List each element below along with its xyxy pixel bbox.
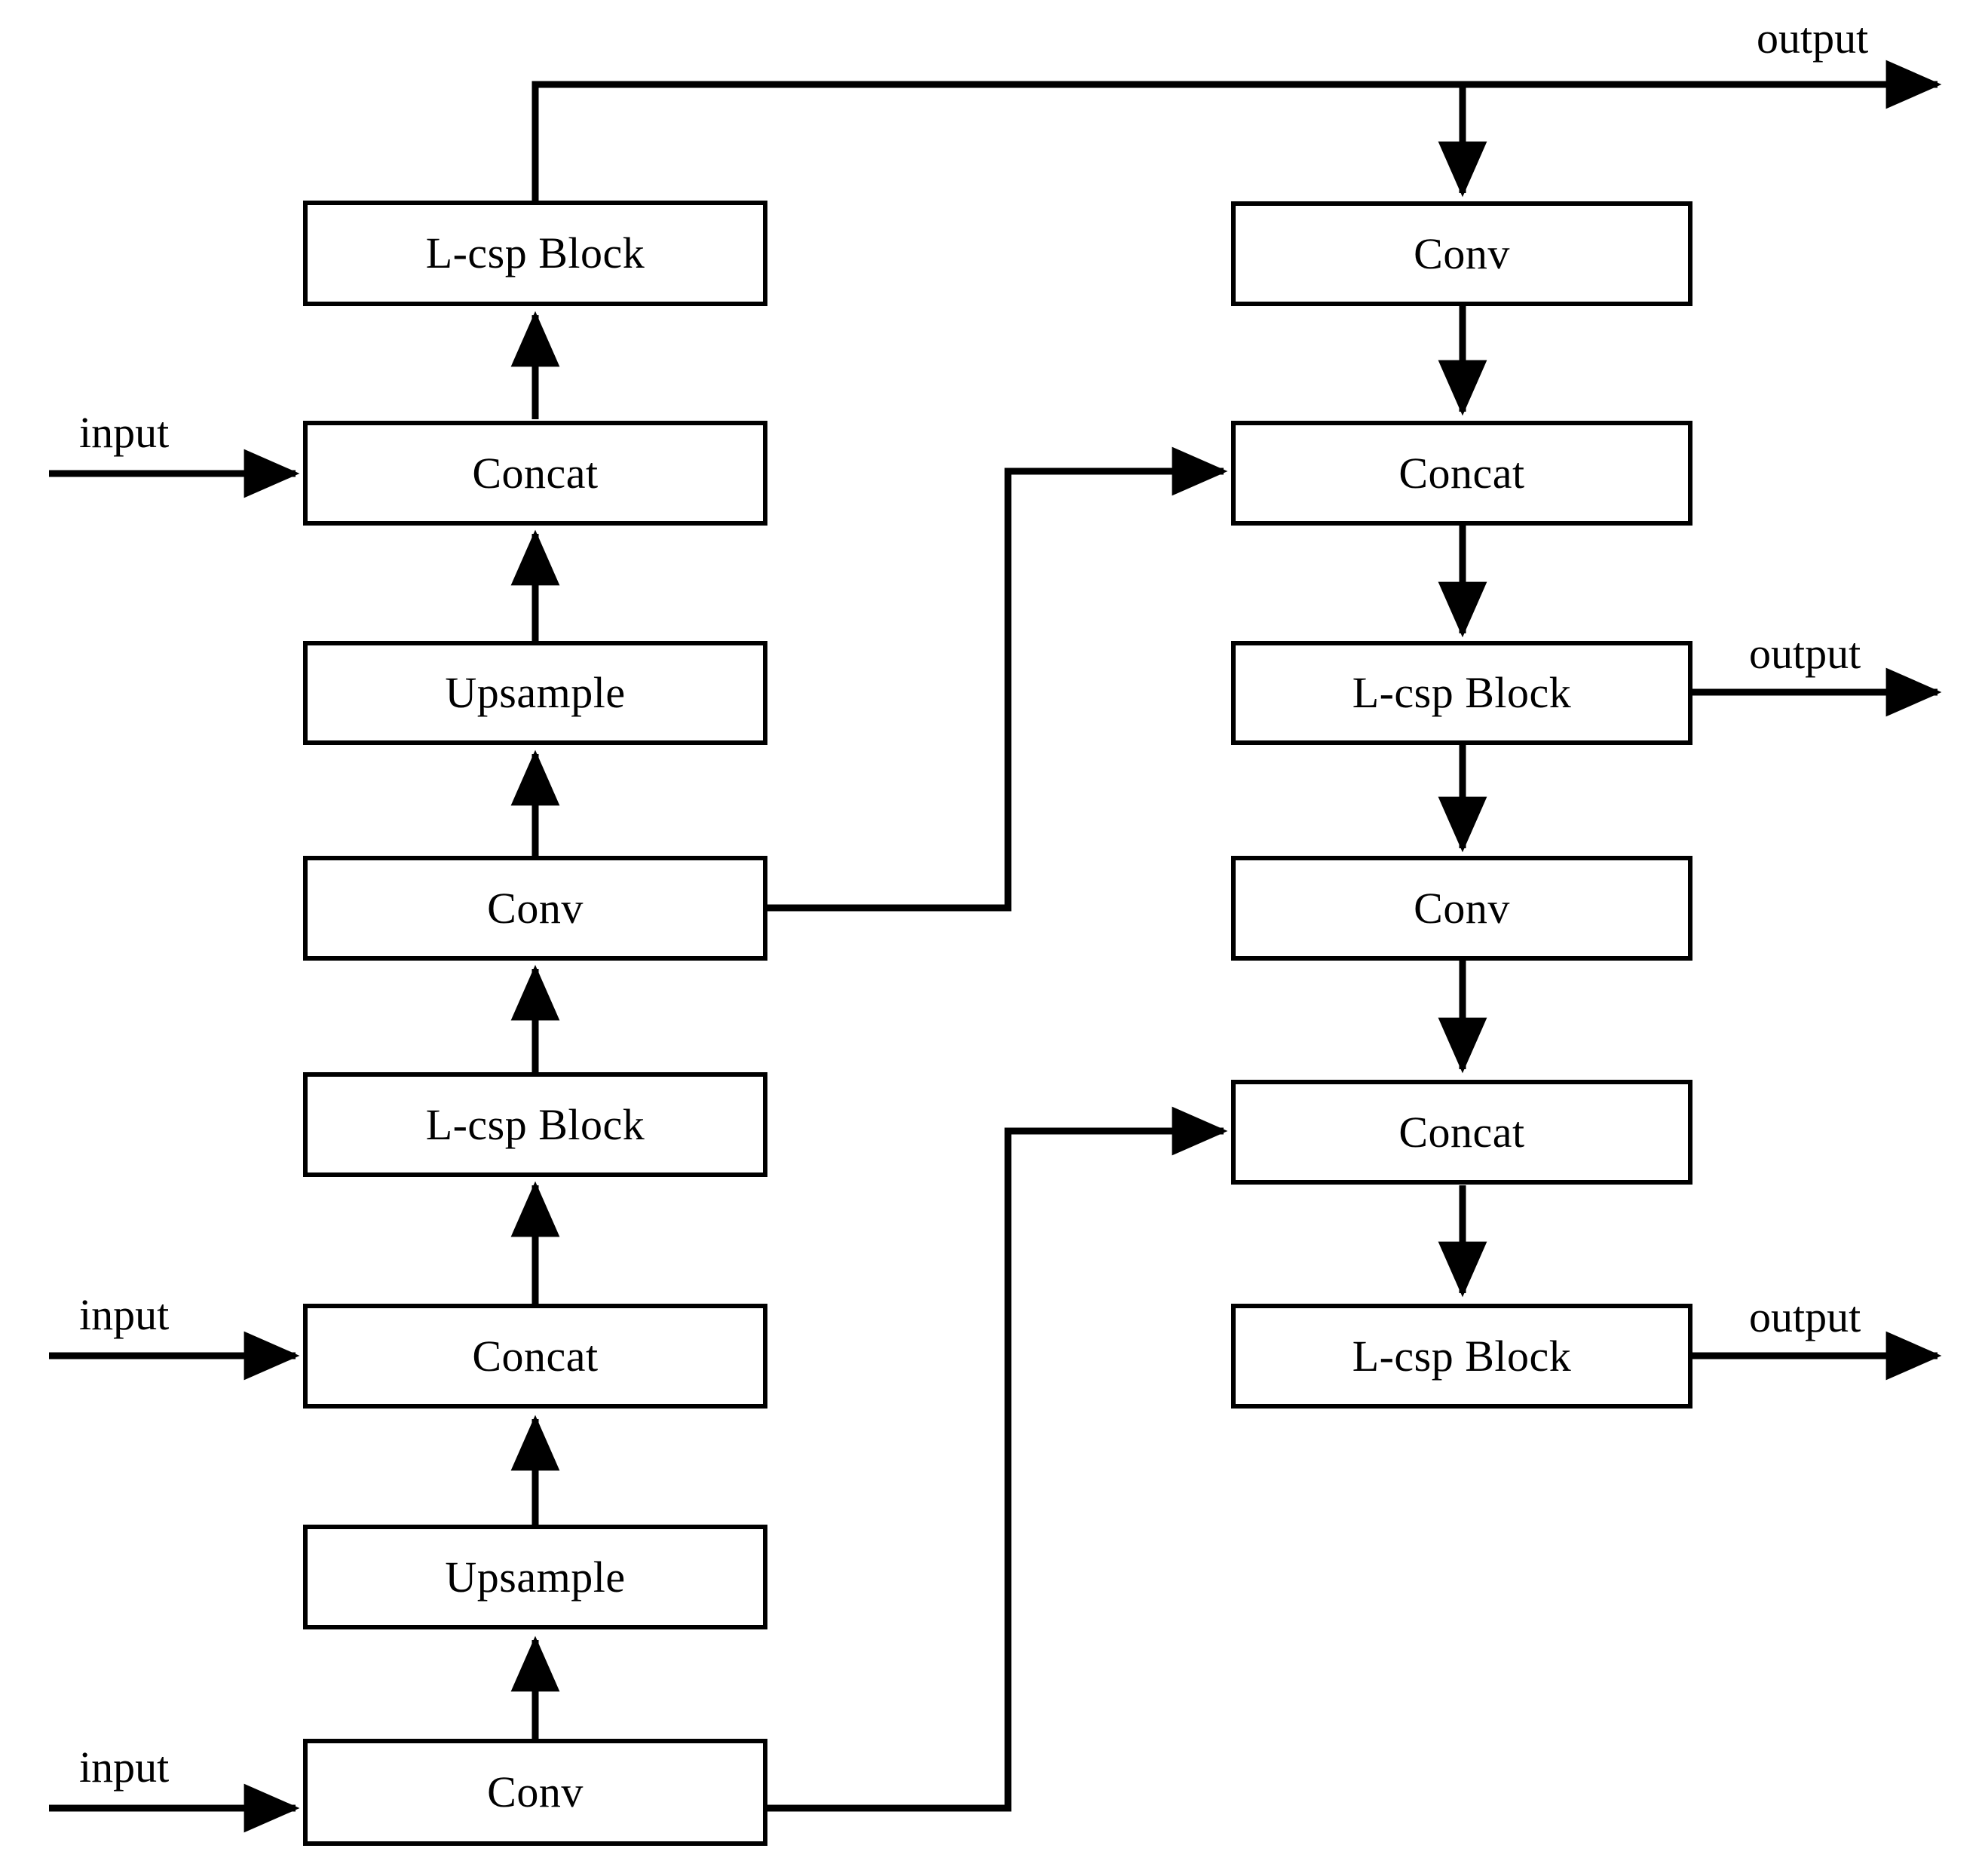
label-input-top: input	[79, 408, 170, 457]
label-output-top: output	[1757, 14, 1869, 63]
block-lcsp-top-right[interactable]: L-csp Block	[1231, 641, 1692, 745]
block-upsample-bottom-left[interactable]: Upsample	[303, 1525, 767, 1629]
block-conv-mid-left[interactable]: Conv	[303, 856, 767, 961]
block-upsample-top-left[interactable]: Upsample	[303, 641, 767, 745]
wire-bottomconv-to-r5	[767, 1106, 1228, 1812]
label-output-mid: output	[1749, 629, 1861, 678]
block-concat-top-left[interactable]: Concat	[303, 421, 767, 526]
block-concat-mid-left[interactable]: Concat	[303, 1304, 767, 1409]
label-input-mid: input	[79, 1290, 170, 1339]
label-input-bottom: input	[79, 1743, 170, 1792]
wire-top-output	[531, 60, 1942, 201]
block-concat-top-right[interactable]: Concat	[1231, 421, 1692, 526]
block-lcsp-top-left[interactable]: L-csp Block	[303, 201, 767, 306]
block-conv-mid-right[interactable]: Conv	[1231, 856, 1692, 961]
block-lcsp-bottom-right[interactable]: L-csp Block	[1231, 1304, 1692, 1409]
label-output-bottom: output	[1749, 1292, 1861, 1341]
block-lcsp-mid-left[interactable]: L-csp Block	[303, 1072, 767, 1177]
block-conv-top-right[interactable]: Conv	[1231, 201, 1692, 306]
block-concat-bottom-right[interactable]: Concat	[1231, 1080, 1692, 1185]
block-conv-bottom-left[interactable]: Conv	[303, 1739, 767, 1846]
wire-midconv-to-r2	[767, 446, 1228, 912]
